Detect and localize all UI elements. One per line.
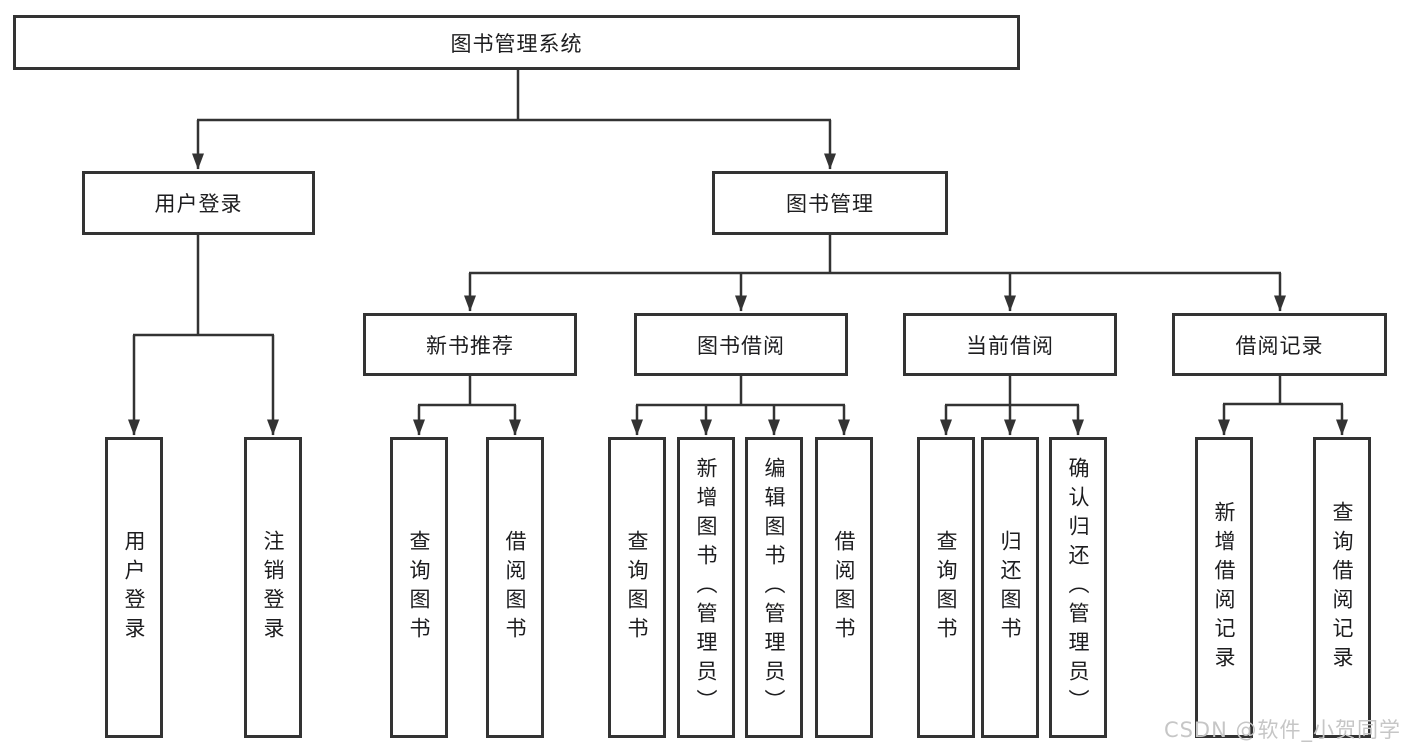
leaf-user-login: 用户登录 bbox=[105, 437, 163, 738]
leaf-current-query-books: 查询图书 bbox=[917, 437, 975, 738]
node-root-library-system: 图书管理系统 bbox=[13, 15, 1020, 70]
node-book-management: 图书管理 bbox=[712, 171, 948, 235]
node-book-borrowing: 图书借阅 bbox=[634, 313, 848, 376]
node-new-book-recommendation: 新书推荐 bbox=[363, 313, 577, 376]
leaf-borrow-edit-books-admin: 编辑图书（管理员） bbox=[745, 437, 803, 738]
leaf-borrow-borrow-books: 借阅图书 bbox=[815, 437, 873, 738]
leaf-records-add-record: 新增借阅记录 bbox=[1195, 437, 1253, 738]
leaf-current-return-books: 归还图书 bbox=[981, 437, 1039, 738]
leaf-current-confirm-return-admin: 确认归还（管理员） bbox=[1049, 437, 1107, 738]
node-borrowing-records: 借阅记录 bbox=[1172, 313, 1387, 376]
leaf-logout: 注销登录 bbox=[244, 437, 302, 738]
node-current-borrowing: 当前借阅 bbox=[903, 313, 1117, 376]
leaf-newbook-query-books: 查询图书 bbox=[390, 437, 448, 738]
leaf-borrow-add-books-admin: 新增图书（管理员） bbox=[677, 437, 735, 738]
leaf-borrow-query-books: 查询图书 bbox=[608, 437, 666, 738]
csdn-watermark: CSDN @软件_小贺同学 bbox=[1163, 718, 1401, 742]
leaf-records-query-record: 查询借阅记录 bbox=[1313, 437, 1371, 738]
node-user-login: 用户登录 bbox=[82, 171, 315, 235]
leaf-newbook-borrow-books: 借阅图书 bbox=[486, 437, 544, 738]
